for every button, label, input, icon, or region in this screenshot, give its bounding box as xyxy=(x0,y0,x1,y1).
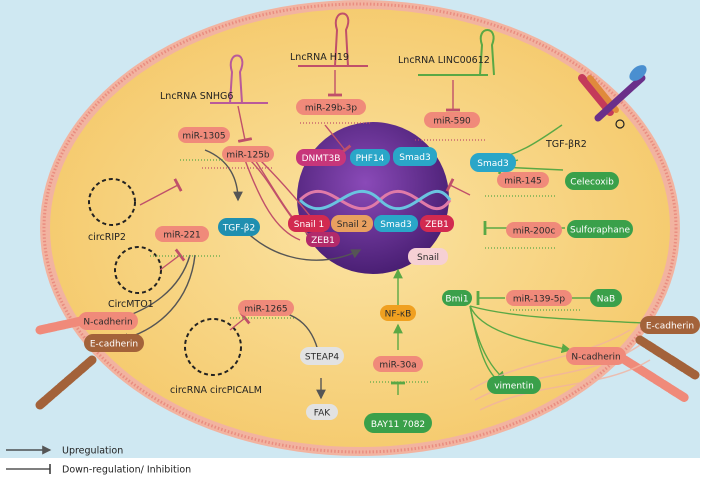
tgfbr2-receptor-shape xyxy=(578,65,647,129)
nfkb-pill: NF-κB xyxy=(380,305,416,321)
bmi1-text: Bmi1 xyxy=(445,295,468,305)
tgfb2-text: TGF-β2 xyxy=(222,224,255,234)
celecoxib-text: Celecoxib xyxy=(570,178,614,188)
zeb1-right-text: ZEB1 xyxy=(425,220,449,230)
lncrna-linc00612-label: LncRNA LINC00612 xyxy=(398,55,490,66)
smad3-text: Smad3 xyxy=(477,159,508,169)
nucleus-smad3-mid-text: Smad3 xyxy=(380,220,411,230)
bmi1-pill: Bmi1 xyxy=(442,290,472,306)
mir145-text: miR-145 xyxy=(504,177,542,187)
fak-text: FAK xyxy=(314,409,332,419)
phf14-pill: PHF14 xyxy=(350,149,390,166)
circpicalm-ring xyxy=(184,318,242,376)
mir1265-pill: miR-1265 xyxy=(238,300,294,316)
snail2-text: Snail 2 xyxy=(337,220,368,230)
steap4-text: STEAP4 xyxy=(305,353,339,363)
mir221-pill: miR-221 xyxy=(155,226,209,242)
mir221-text: miR-221 xyxy=(163,231,201,241)
mirna-strands xyxy=(150,122,580,383)
mir590-pill: miR-590 xyxy=(424,112,480,128)
nucleus-smad3-mid-pill: Smad3 xyxy=(374,215,418,232)
lncrna-snhg6-shape xyxy=(210,54,268,104)
circrip2-ring xyxy=(88,178,136,226)
ecad-right-pill: E-cadherin xyxy=(640,316,700,334)
zeb1-left-text: ZEB1 xyxy=(311,236,335,246)
mir1305-pill: miR-1305 xyxy=(178,127,230,143)
tgfb2-pill: TGF-β2 xyxy=(218,218,260,236)
snail1-pill: Snail 1 xyxy=(288,215,330,232)
celecoxib-pill: Celecoxib xyxy=(565,172,619,190)
snail2-pill: Snail 2 xyxy=(331,215,373,232)
tgfbr2-label: TGF-βR2 xyxy=(545,139,587,150)
dnmt3b-text: DNMT3B xyxy=(302,154,341,164)
mir30a-pill: miR-30a xyxy=(373,356,423,372)
mir1395p-pill: miR-139-5p xyxy=(506,290,572,306)
nucleus-smad3-top-text: Smad3 xyxy=(399,153,430,163)
lncrna-h19-label: LncRNA H19 xyxy=(290,52,349,63)
mir29b3p-text: miR-29b-3p xyxy=(305,104,358,114)
mir590-text: miR-590 xyxy=(433,117,471,127)
fak-pill: FAK xyxy=(306,404,338,420)
steap4-pill: STEAP4 xyxy=(300,347,344,365)
zeb1-right-pill: ZEB1 xyxy=(420,215,454,232)
dna-strand-2 xyxy=(298,189,452,211)
nfkb-text: NF-κB xyxy=(385,310,412,320)
ncad-left-pill: N-cadherin xyxy=(78,312,138,330)
circpicalm-label: circRNA circPICALM xyxy=(170,385,262,396)
snail1-text: Snail 1 xyxy=(294,220,325,230)
lncrna-h19-shape xyxy=(298,12,368,67)
sulforaphane-pill: Sulforaphane xyxy=(567,220,633,238)
circrip2-label: circRIP2 xyxy=(88,232,126,243)
mir29b3p-pill: miR-29b-3p xyxy=(296,99,366,115)
legend: Upregulation Down-regulation/ Inhibition xyxy=(6,445,191,476)
mir1395p-text: miR-139-5p xyxy=(513,295,566,305)
ecad-left-pill: E-cadherin xyxy=(84,334,144,352)
mir125b-text: miR-125b xyxy=(226,151,270,161)
snail-text: Snail xyxy=(417,253,439,263)
mir1265-text: miR-1265 xyxy=(244,305,287,315)
ncad-right-pill: N-cadherin xyxy=(566,347,626,365)
mir1305-text: miR-1305 xyxy=(182,132,225,142)
sulforaphane-text: Sulforaphane xyxy=(570,226,630,236)
vimentin-pill: vimentin xyxy=(487,376,541,394)
membrane-texture xyxy=(42,2,678,454)
legend-down-label: Down-regulation/ Inhibition xyxy=(62,465,191,476)
nai-pill: NaB xyxy=(590,289,622,307)
legend-up-label: Upregulation xyxy=(62,446,123,457)
zeb1-left-pill: ZEB1 xyxy=(306,232,340,247)
mir30a-text: miR-30a xyxy=(379,361,416,371)
mir125b-pill: miR-125b xyxy=(222,146,274,162)
bay-pill: BAY11 7082 xyxy=(364,413,432,433)
vimentin-text: vimentin xyxy=(494,382,534,392)
bay-text: BAY11 7082 xyxy=(371,420,425,430)
snail-pill: Snail xyxy=(408,248,448,265)
nucleus-smad3-top-pill: Smad3 xyxy=(393,147,437,166)
mir200c-text: miR-200c xyxy=(513,227,556,237)
ecad-left-text: E-cadherin xyxy=(90,340,138,350)
ncad-left-text: N-cadherin xyxy=(83,318,132,328)
mir200c-pill: miR-200c xyxy=(506,222,562,238)
smad3-pill: Smad3 xyxy=(470,153,516,172)
dnmt3b-pill: DNMT3B xyxy=(296,149,346,166)
ncad-right-text: N-cadherin xyxy=(571,353,620,363)
phf14-text: PHF14 xyxy=(356,154,385,164)
ecad-right-text: E-cadherin xyxy=(646,322,694,332)
mir145-pill: miR-145 xyxy=(497,172,549,188)
lncrna-snhg6-label: LncRNA SNHG6 xyxy=(160,91,233,102)
lncrna-linc00612-shape xyxy=(418,29,495,76)
nai-text: NaB xyxy=(597,295,615,305)
circmto1-label: CircMTO1 xyxy=(108,299,154,310)
